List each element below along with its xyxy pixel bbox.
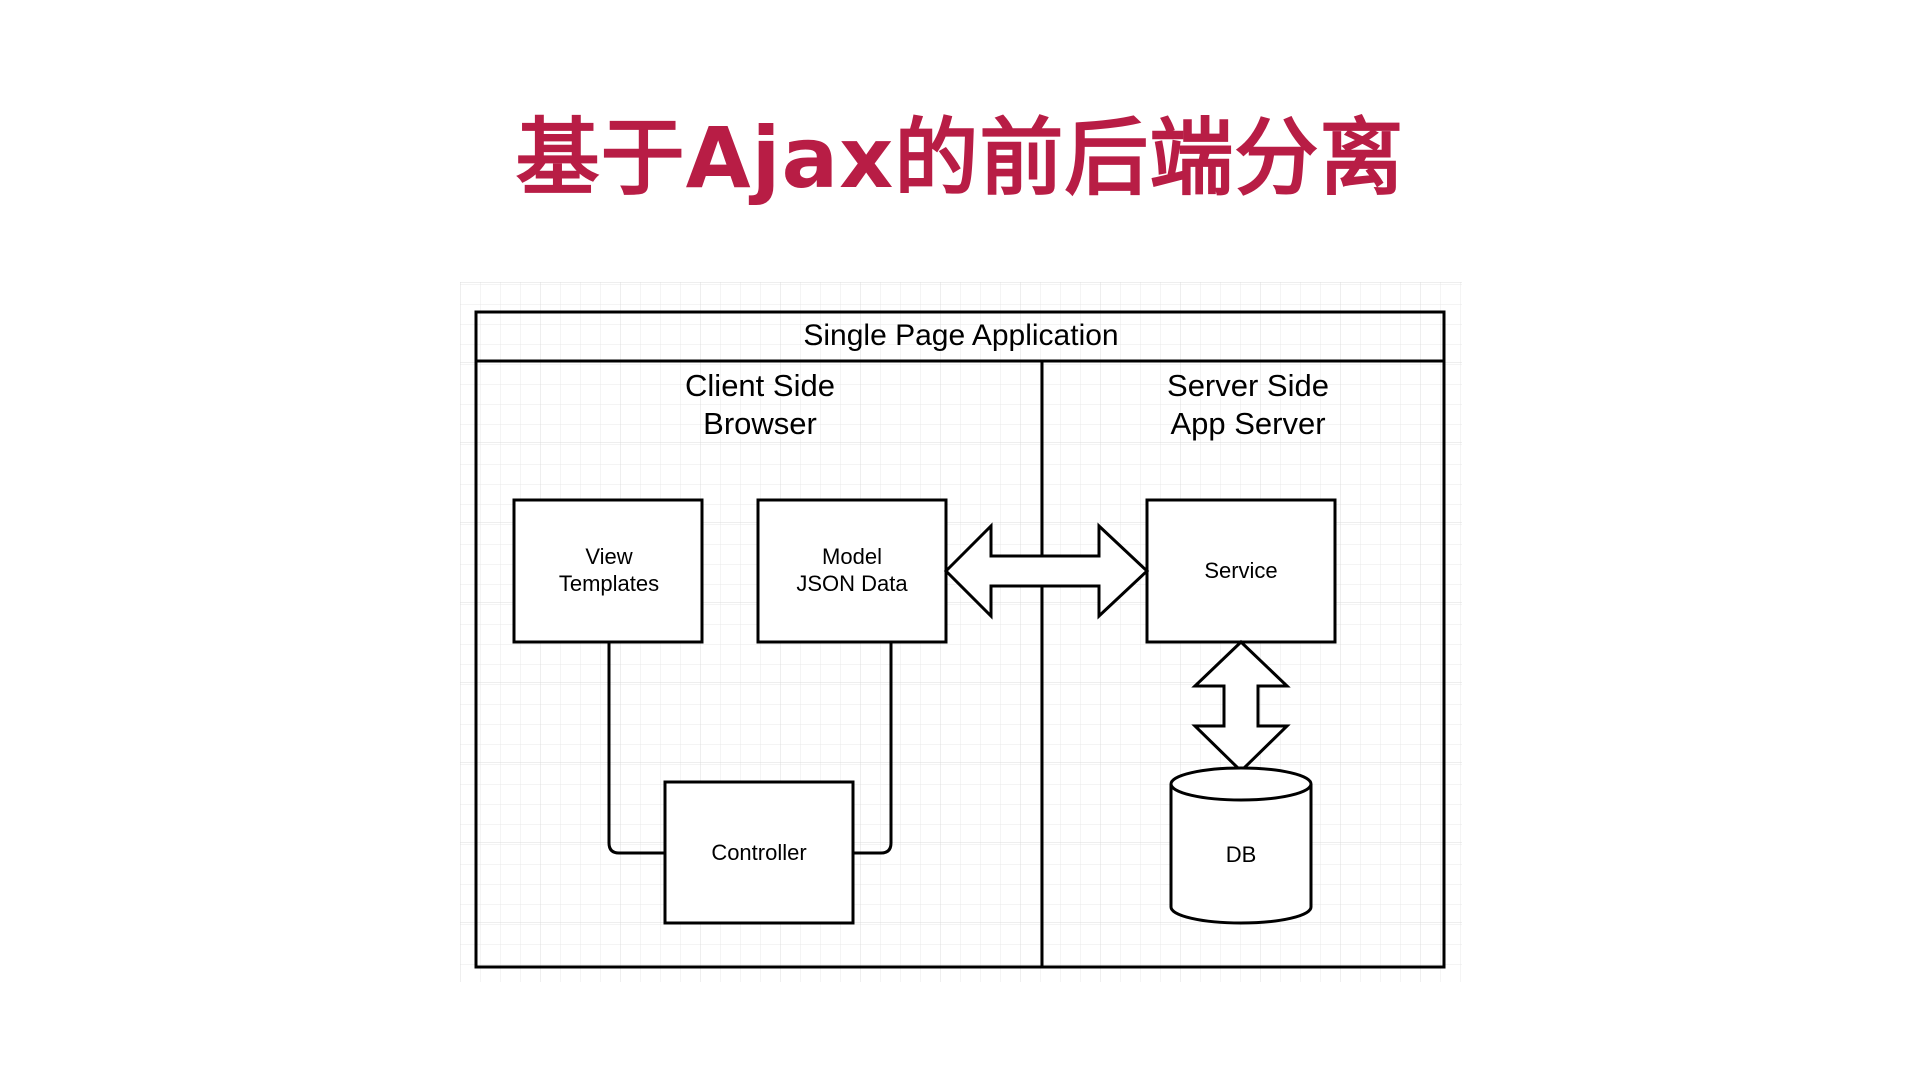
- pool-frame: [474, 310, 1446, 969]
- server-lane-subtitle: App Server: [1170, 406, 1325, 441]
- service-node: Service: [1145, 498, 1337, 644]
- model-controller-connector: [853, 642, 893, 855]
- controller-node: Controller: [663, 780, 855, 925]
- client-lane-title: Client Side: [685, 368, 835, 403]
- view-node-label-line1: View: [585, 544, 632, 569]
- model-node-label-line1: Model: [822, 544, 882, 569]
- model-node-label-line2: JSON Data: [796, 571, 908, 596]
- db-node-label: DB: [1226, 842, 1257, 867]
- view-node-label-line2: Templates: [559, 571, 659, 596]
- model-json-node: Model JSON Data: [756, 498, 948, 644]
- view-templates-node: View Templates: [512, 498, 704, 644]
- client-lane-subtitle: Browser: [703, 406, 817, 441]
- pool-title: Single Page Application: [803, 319, 1118, 352]
- controller-node-label: Controller: [711, 840, 806, 865]
- slide-title: 基于Ajax的前后端分离: [515, 109, 1405, 207]
- view-controller-connector: [607, 642, 665, 855]
- service-node-label: Service: [1204, 558, 1277, 583]
- db-node: DB: [1169, 766, 1313, 925]
- server-lane-title: Server Side: [1167, 368, 1329, 403]
- model-service-double-arrow: [943, 522, 1150, 620]
